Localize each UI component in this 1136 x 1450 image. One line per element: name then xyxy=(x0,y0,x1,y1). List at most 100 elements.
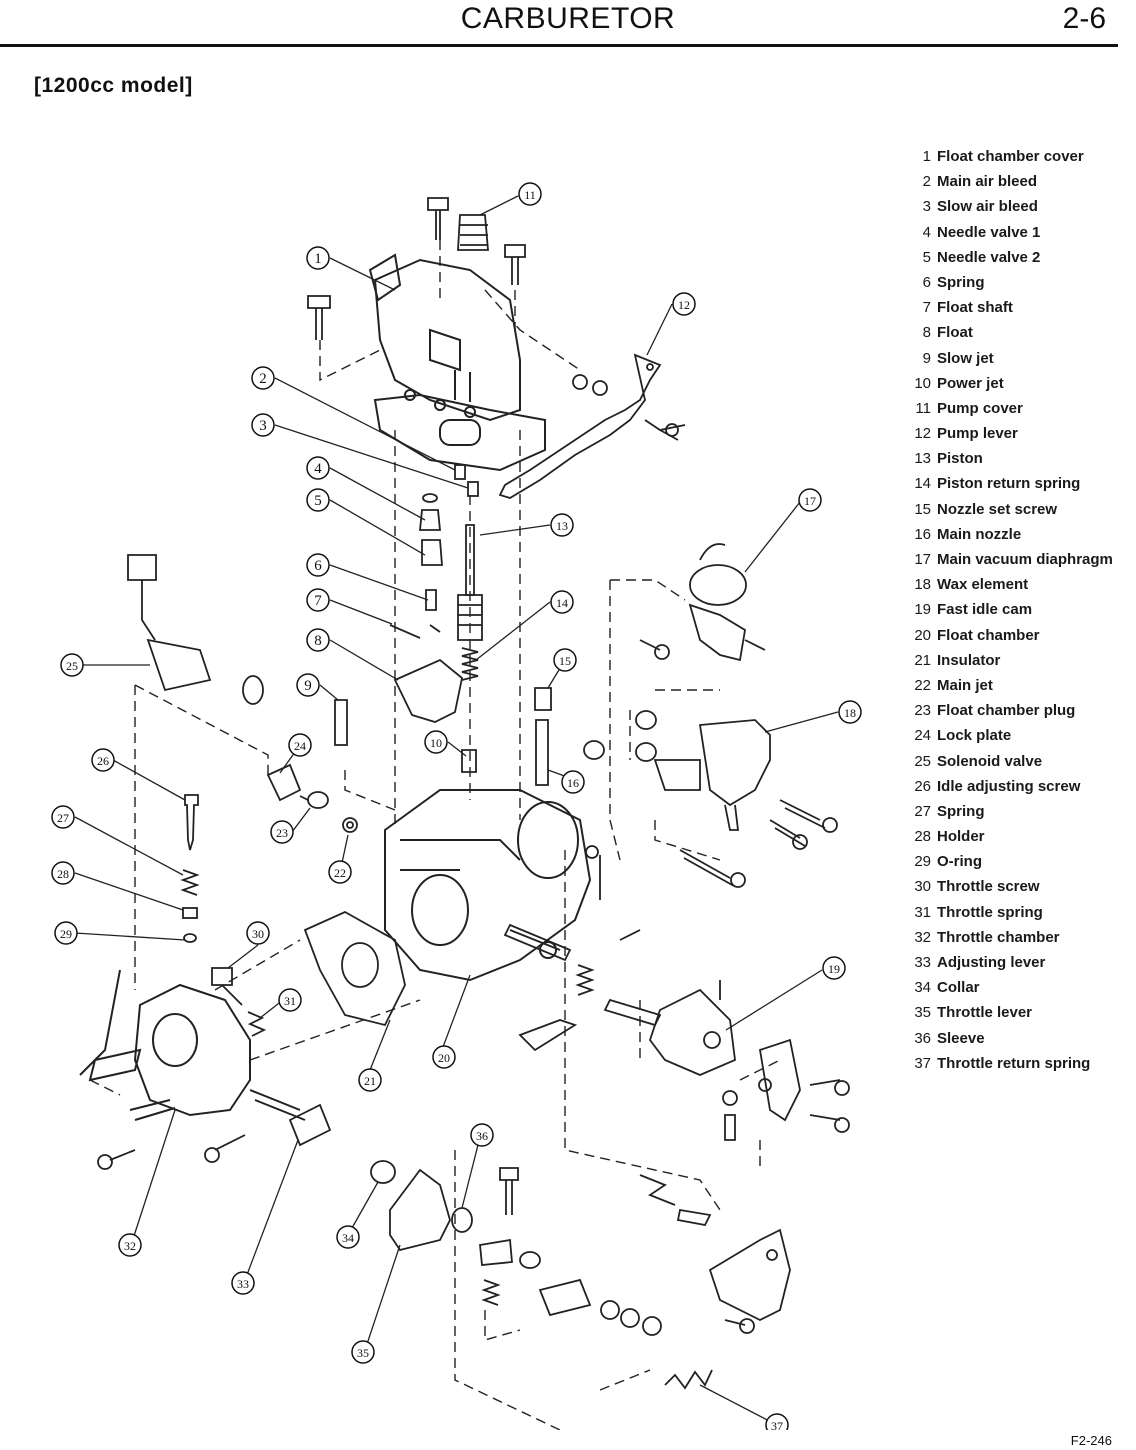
legend-item-number: 20 xyxy=(914,626,931,644)
needle-valve-assembly xyxy=(389,493,443,639)
insulator xyxy=(303,910,406,1027)
callout-11: 11 xyxy=(518,182,542,206)
callout-number: 5 xyxy=(314,493,322,509)
legend-item-label: Piston xyxy=(937,450,983,468)
callout-number: 17 xyxy=(804,494,816,508)
legend-item-number: 13 xyxy=(914,450,931,468)
callout-23: 23 xyxy=(270,820,294,844)
legend-item-number: 19 xyxy=(914,601,931,619)
model-label: [1200cc model] xyxy=(34,74,193,97)
legend-item-number: 12 xyxy=(914,425,931,443)
callout-circle xyxy=(296,673,320,697)
callout-8: 8 xyxy=(306,628,330,652)
legend-item-number: 36 xyxy=(914,1029,931,1047)
callout-circle xyxy=(306,246,330,270)
callout-circle xyxy=(251,413,275,437)
figure-code: F2-246 xyxy=(1070,1433,1112,1448)
callout-number: 25 xyxy=(66,659,78,673)
throttle-screw xyxy=(211,967,243,1006)
legend-item-number: 14 xyxy=(914,475,931,493)
callout-29: 29 xyxy=(54,921,78,945)
legend-item-label: Slow air bleed xyxy=(937,198,1038,216)
callout-37: 37 xyxy=(765,1413,789,1430)
callout-20: 20 xyxy=(432,1045,456,1069)
legend-item: 19 Fast idle cam xyxy=(903,597,1128,622)
callout-5: 5 xyxy=(306,488,330,512)
piston-return-spring xyxy=(461,647,479,681)
callout-18: 18 xyxy=(838,700,862,724)
callout-number: 13 xyxy=(556,519,568,533)
legend-item: 13 Piston xyxy=(903,446,1128,471)
legend-item-label: Throttle return spring xyxy=(937,1054,1091,1072)
throttle-return-spring xyxy=(664,1369,713,1390)
callout-circle xyxy=(306,628,330,652)
callout-circle xyxy=(336,1225,360,1249)
callout-16: 16 xyxy=(561,770,585,794)
callout-19: 19 xyxy=(822,956,846,980)
callout-number: 29 xyxy=(60,927,72,941)
callout-number: 10 xyxy=(430,736,442,750)
callout-number: 34 xyxy=(342,1231,354,1245)
callout-24: 24 xyxy=(288,733,312,757)
callout-number: 37 xyxy=(771,1419,783,1430)
callout-25: 25 xyxy=(60,653,84,677)
legend-item-label: Idle adjusting screw xyxy=(937,777,1081,795)
callout-number: 32 xyxy=(124,1239,136,1253)
legend-item-number: 33 xyxy=(914,954,931,971)
callout-circle xyxy=(51,861,75,885)
legend-item-number: 30 xyxy=(914,878,931,896)
legend-item-number: 16 xyxy=(914,525,931,543)
legend-item-number: 24 xyxy=(914,727,931,745)
legend-item-number: 18 xyxy=(914,576,931,594)
legend-item-number: 4 xyxy=(922,223,931,241)
legend-item-label: Float chamber plug xyxy=(937,702,1076,720)
callout-circle xyxy=(470,1123,494,1147)
slow-air-bleed xyxy=(467,481,479,497)
legend-item-label: Slow jet xyxy=(937,349,994,367)
nozzle-set-screw xyxy=(534,687,552,711)
throttle-chamber-screws xyxy=(97,1134,246,1170)
legend-item-number: 35 xyxy=(914,1004,931,1022)
callout-circle xyxy=(306,456,330,480)
callout-15: 15 xyxy=(553,648,577,672)
legend-item-label: Float chamber cover xyxy=(937,148,1084,165)
callout-number: 27 xyxy=(57,811,69,825)
callout-21: 21 xyxy=(358,1068,382,1092)
callout-circle xyxy=(518,182,542,206)
legend-item-number: 10 xyxy=(914,374,931,392)
legend-item-label: Fast idle cam xyxy=(937,601,1033,619)
callout-number: 4 xyxy=(314,461,322,477)
legend-item-label: Needle valve 1 xyxy=(937,223,1041,241)
callout-circle xyxy=(306,488,330,512)
callout-number: 2 xyxy=(259,371,267,387)
callout-2: 2 xyxy=(251,366,275,390)
callout-circle xyxy=(351,1340,375,1364)
legend-item-label: Sleeve xyxy=(937,1029,985,1047)
legend-item-label: Lock plate xyxy=(937,727,1012,745)
legend-item-label: Needle valve 2 xyxy=(937,248,1041,266)
callout-number: 31 xyxy=(284,994,296,1008)
callout-circle xyxy=(306,588,330,612)
callout-number: 6 xyxy=(314,558,322,574)
collar xyxy=(370,1160,396,1184)
legend-item-label: Main nozzle xyxy=(937,525,1022,543)
main-vacuum-diaphragm xyxy=(688,543,766,662)
legend-item-number: 6 xyxy=(922,273,931,291)
callout-number: 33 xyxy=(237,1277,249,1291)
wax-element xyxy=(583,710,771,831)
main-nozzle xyxy=(535,719,549,786)
callout-33: 33 xyxy=(231,1271,255,1295)
